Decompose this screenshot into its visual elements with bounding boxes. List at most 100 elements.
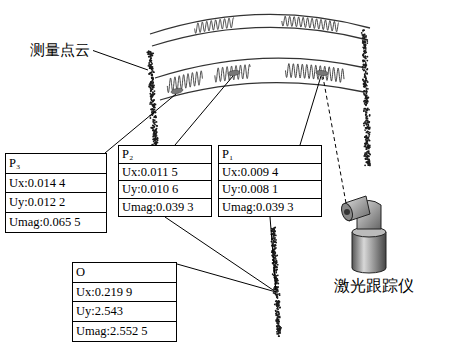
cloud-point xyxy=(274,237,276,239)
cloud-point xyxy=(363,155,365,157)
cloud-point xyxy=(364,55,366,57)
cloud-point xyxy=(365,122,367,124)
cloud-point xyxy=(273,234,275,236)
cloud-point xyxy=(367,131,369,133)
cloud-point xyxy=(146,51,148,53)
cloud-point xyxy=(275,262,277,264)
cloud-point xyxy=(276,281,278,283)
cloud-point xyxy=(365,36,367,38)
cloud-point xyxy=(364,86,366,88)
cloud-point xyxy=(278,319,280,321)
cloud-point xyxy=(366,148,368,150)
table-cell: P₁ xyxy=(219,146,321,164)
cloud-point xyxy=(278,325,280,327)
table-cell: Ux:0.219 9 xyxy=(73,283,176,303)
cloud-point xyxy=(151,74,153,76)
cloud-point xyxy=(369,127,371,129)
cloud-point xyxy=(367,140,369,142)
cloud-point xyxy=(365,62,367,64)
cloud-point xyxy=(367,131,369,133)
leader-line xyxy=(177,264,276,292)
table-cell: Uy:2.543 xyxy=(73,302,176,322)
cloud-point xyxy=(278,330,280,332)
cloud-point xyxy=(367,133,369,135)
cloud-point xyxy=(277,315,279,317)
cloud-point xyxy=(366,60,368,62)
cloud-point xyxy=(365,80,367,82)
cloud-point xyxy=(366,64,368,66)
cloud-point xyxy=(364,100,366,102)
cloud-point xyxy=(276,269,278,271)
cloud-point xyxy=(272,235,274,237)
cloud-point xyxy=(367,121,369,123)
cloud-point xyxy=(365,161,367,163)
cloud-point xyxy=(275,266,277,268)
cloud-point xyxy=(151,77,153,79)
cloud-point xyxy=(272,273,274,275)
cloud-point xyxy=(365,104,367,106)
cloud-point xyxy=(367,56,369,58)
cloud-point xyxy=(367,97,369,99)
cloud-point xyxy=(278,333,280,335)
cloud-point xyxy=(364,57,366,59)
cloud-point xyxy=(367,127,369,129)
cloud-point xyxy=(276,275,278,277)
cloud-point xyxy=(150,108,152,110)
cloud-point xyxy=(150,83,152,85)
cloud-point xyxy=(276,281,278,283)
cloud-point xyxy=(148,53,150,55)
cloud-point xyxy=(276,260,278,262)
cloud-point xyxy=(277,301,279,303)
cloud-point xyxy=(274,244,276,246)
cloud-point xyxy=(363,29,365,31)
cloud-point xyxy=(277,289,279,291)
cloud-point xyxy=(154,142,156,144)
cloud-point xyxy=(365,158,367,160)
cloud-point xyxy=(366,116,368,118)
cloud-point xyxy=(364,84,366,86)
cloud-point xyxy=(154,136,156,138)
cloud-point xyxy=(272,228,274,230)
cloud-point xyxy=(276,312,278,314)
cloud-point xyxy=(153,132,155,134)
cloud-point xyxy=(149,82,151,84)
cloud-point xyxy=(276,296,278,298)
value-table-box: OUx:0.219 9Uy:2.543Umag:2.552 5 xyxy=(72,262,177,342)
cloud-point xyxy=(363,125,365,127)
cloud-point xyxy=(278,321,280,323)
cloud-point xyxy=(277,293,279,295)
spring xyxy=(282,16,339,32)
leader-line xyxy=(270,217,276,292)
cloud-point xyxy=(154,90,156,92)
cloud-point xyxy=(278,323,280,325)
cloud-point xyxy=(150,51,152,53)
cloud-point xyxy=(366,146,368,148)
cloud-point xyxy=(155,116,157,118)
cloud-point xyxy=(364,85,366,87)
cloud-point xyxy=(365,95,367,97)
cloud-point xyxy=(152,83,154,85)
cloud-point xyxy=(363,83,365,85)
cloud-point xyxy=(367,150,369,152)
cloud-point xyxy=(362,40,364,42)
cloud-point xyxy=(154,130,156,132)
cloud-point xyxy=(272,228,274,230)
cloud-point xyxy=(274,231,276,233)
cloud-point xyxy=(273,234,275,236)
cloud-point xyxy=(274,230,276,232)
cloud-point xyxy=(364,44,366,46)
cloud-point xyxy=(366,101,368,103)
cloud-point xyxy=(150,87,152,89)
leader-line xyxy=(93,51,148,71)
cloud-point xyxy=(363,84,365,86)
cloud-point xyxy=(362,66,364,68)
cloud-point xyxy=(279,306,281,308)
cloud-point xyxy=(363,37,365,39)
cloud-point xyxy=(275,270,277,272)
cloud-point xyxy=(150,90,152,92)
value-table-box: P₁Ux:0.009 4Uy:0.008 1Umag:0.039 3 xyxy=(218,145,322,217)
cloud-point xyxy=(149,52,151,54)
cloud-point xyxy=(156,139,158,141)
cloud-point xyxy=(364,45,366,47)
cloud-point xyxy=(154,124,156,126)
